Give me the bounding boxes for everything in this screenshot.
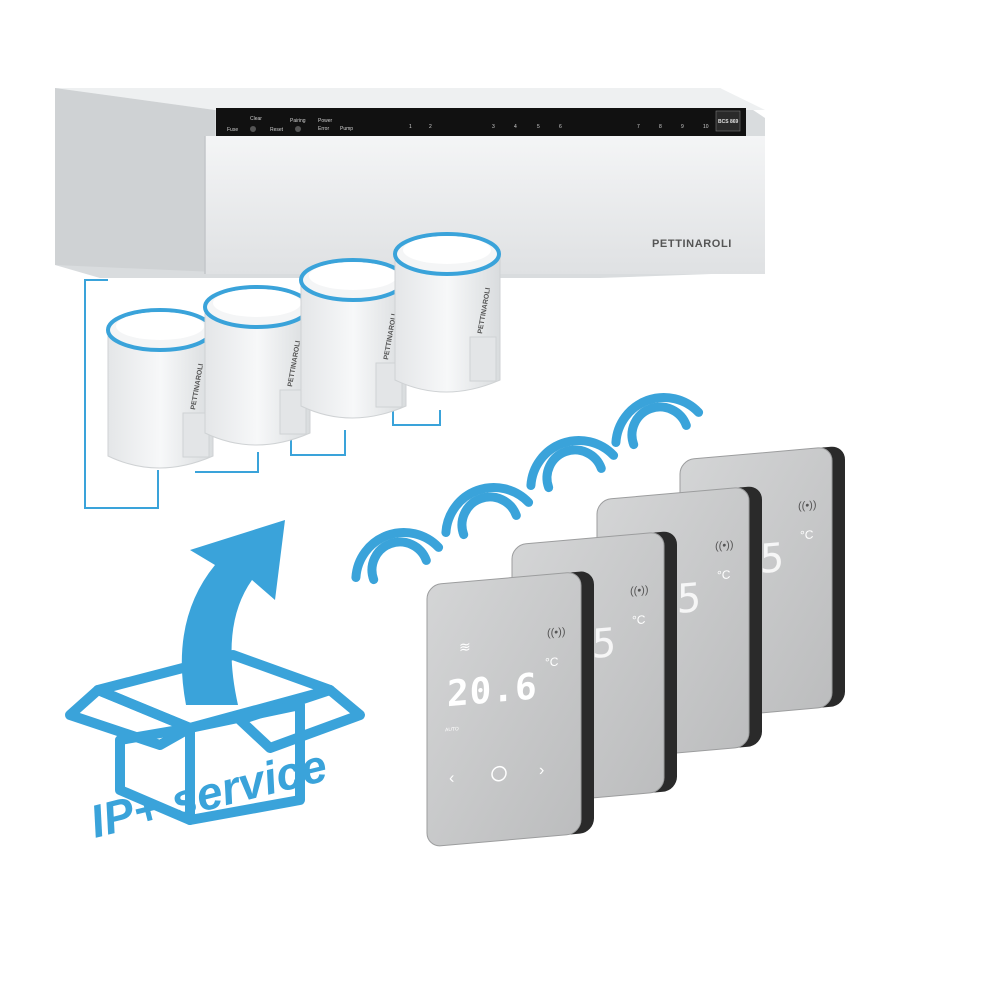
unit-label: °C [545, 654, 559, 669]
panel-label-error: Error [318, 126, 329, 132]
zone-number: 4 [514, 124, 517, 130]
wifi-signal-icon [351, 528, 444, 585]
actuator-wiring [84, 279, 441, 509]
zone-number: 9 [681, 124, 684, 130]
temperature-display: 20.6 [447, 665, 538, 715]
chevron-left-icon[interactable]: ‹ [449, 769, 454, 787]
wireless-signal-group [351, 393, 704, 585]
thermostat-front: ≋ ((•)) °C 20.6 AUTO ‹ › [426, 571, 594, 847]
thermostat-temp-fragment: 5 [760, 535, 784, 583]
zone-number: 5 [537, 124, 540, 130]
wiring-controller: Fuse Clear Reset Pairing Power Error Pum… [55, 88, 765, 278]
mode-label: AUTO [445, 726, 459, 733]
thermostat-group: 5 °C ((•)) 5 °C ((•)) 5 °C ((•)) ≋ ((•))… [426, 446, 845, 847]
certification-badge: BCS 869 [715, 110, 741, 132]
zone-number: 10 [703, 124, 709, 130]
zone-number: 8 [659, 124, 662, 130]
wireless-icon: ((•)) [715, 539, 733, 553]
actuator-group: PETTINAROLI PETTINAROLI PETTINAROLI PETT… [106, 232, 501, 469]
zone-number-row: 1 2 3 4 5 6 7 8 9 10 [409, 124, 709, 130]
panel-label-reset: Reset [270, 127, 284, 133]
unit-label: °C [717, 567, 731, 582]
zone-number: 1 [409, 124, 412, 130]
wireless-icon: ((•)) [798, 499, 816, 513]
panel-label-pairing: Pairing [290, 118, 306, 124]
reset-button[interactable] [295, 126, 301, 132]
controller-brand-logo: PETTINAROLI [652, 238, 732, 250]
unit-label: °C [632, 612, 646, 627]
wireless-icon: ((•)) [547, 626, 565, 640]
panel-label-power: Power [318, 118, 333, 124]
wireless-icon: ((•)) [630, 584, 648, 598]
panel-label-clear: Clear [250, 116, 262, 122]
thermostat-temp-fragment: 5 [677, 575, 701, 623]
zone-number: 6 [559, 124, 562, 130]
zone-number: 7 [637, 124, 640, 130]
chevron-right-icon[interactable]: › [539, 761, 544, 779]
wifi-signal-icon [611, 393, 704, 450]
thermo-actuator: PETTINAROLI [299, 258, 407, 419]
wifi-signal-icon [441, 483, 534, 540]
zone-number: 2 [429, 124, 432, 130]
panel-label-pump: Pump [340, 126, 353, 132]
thermo-actuator: PETTINAROLI [106, 308, 214, 469]
center-button-icon[interactable] [491, 765, 507, 782]
panel-label-fuse: Fuse [227, 127, 238, 133]
thermo-actuator: PETTINAROLI [393, 232, 501, 393]
service-box-logo: IP+ service [65, 520, 365, 848]
control-panel: Fuse Clear Reset Pairing Power Error Pum… [216, 108, 746, 136]
unit-label: °C [800, 527, 814, 542]
zone-number: 3 [492, 124, 495, 130]
heating-icon: ≋ [459, 638, 471, 655]
wifi-signal-icon [526, 436, 619, 493]
thermostat-temp-fragment: 5 [592, 620, 616, 668]
fuse-led [250, 126, 256, 132]
upward-arrow-icon [181, 520, 285, 705]
thermo-actuator: PETTINAROLI [203, 285, 311, 446]
svg-text:BCS 869: BCS 869 [718, 119, 739, 125]
